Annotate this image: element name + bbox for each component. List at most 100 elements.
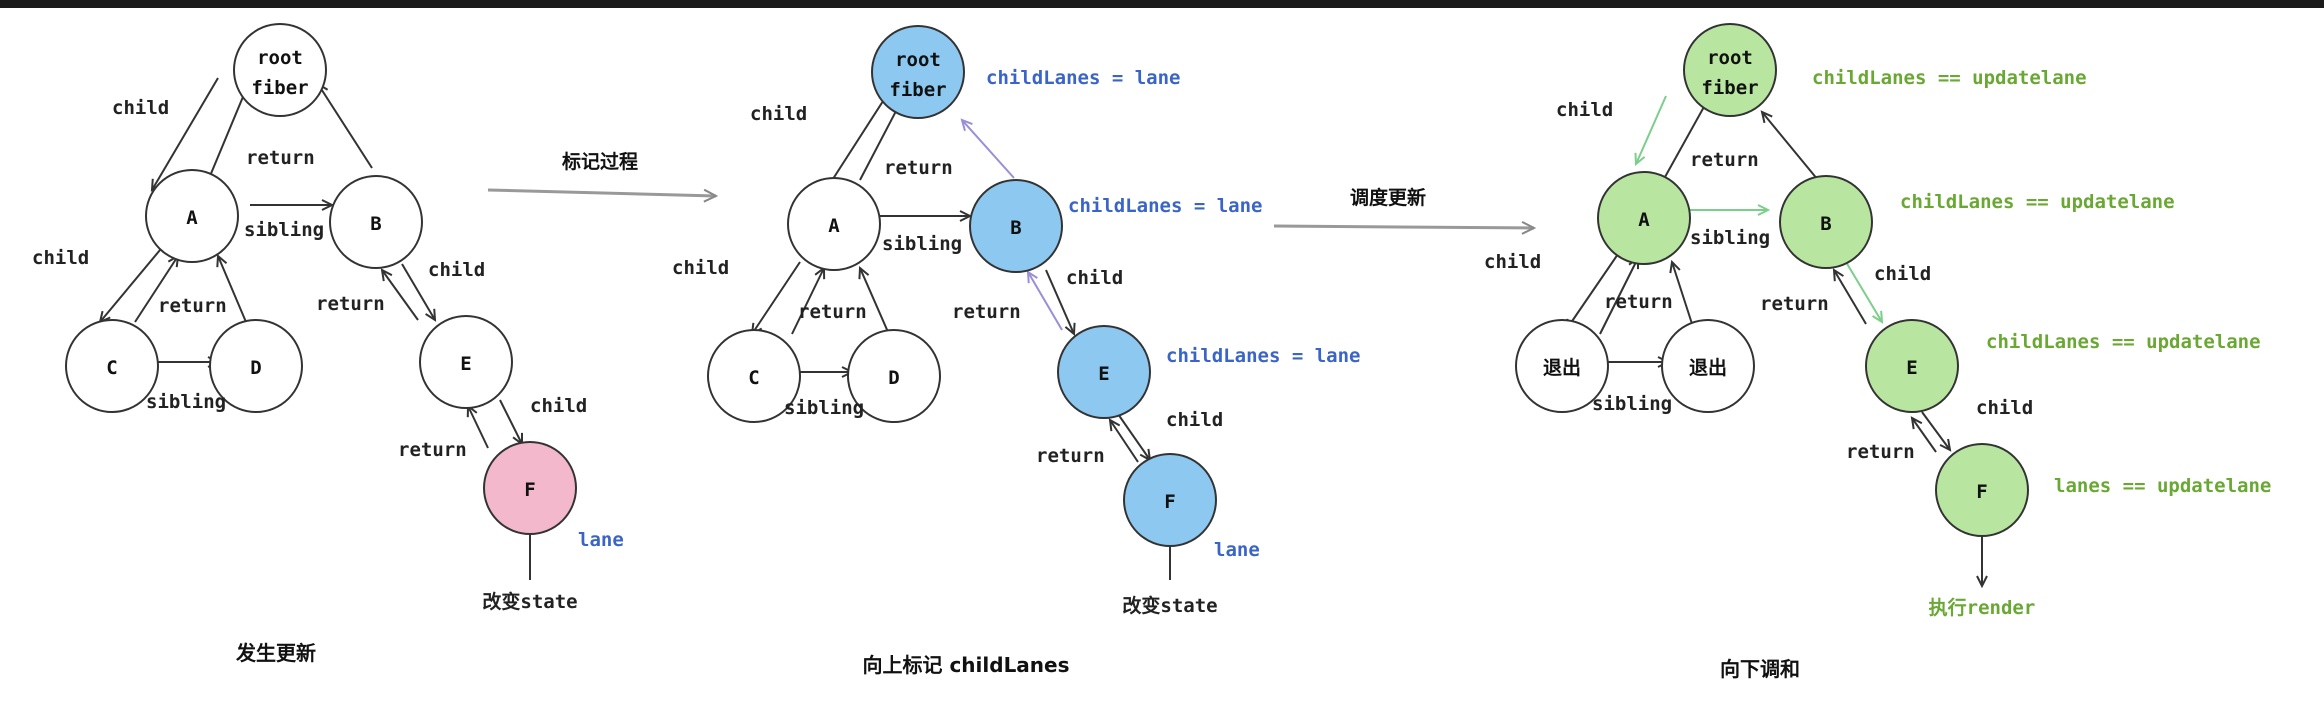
node-a-label: A [828, 215, 840, 237]
node-d [847, 329, 941, 423]
node-f-label: F [524, 479, 535, 501]
label-exec-render: 执行render [1929, 596, 2036, 619]
label-child: child [1166, 409, 1223, 431]
label-sibling: sibling [1592, 393, 1672, 415]
label-child: child [428, 259, 485, 281]
edge-b-root-return [1760, 110, 1819, 181]
node-e-green [1865, 319, 1959, 413]
node-e [419, 315, 513, 409]
edge-a-c-child [98, 249, 161, 324]
node-d-label: D [888, 367, 899, 389]
edge-f-e-return [466, 403, 489, 449]
node-d-label: D [250, 357, 261, 379]
edge-e-b-return [380, 268, 419, 321]
edge-b-root-return [316, 82, 373, 169]
label-child: child [112, 97, 169, 119]
edge-root-a-child [1634, 95, 1667, 167]
edge-c-a-return [134, 254, 180, 323]
node-f-updated [1123, 453, 1217, 547]
label-child: child [1484, 251, 1541, 273]
edge-e-b-return [1832, 268, 1867, 325]
node-e-label: E [1098, 363, 1109, 385]
edge-e-f-child [1117, 413, 1152, 462]
edge-d-a-return [858, 265, 889, 333]
label-child: child [530, 395, 587, 417]
panel-caption: 向下调和 [1720, 657, 1800, 681]
panel-caption: 发生更新 [235, 641, 316, 665]
node-e-label: E [460, 353, 471, 375]
label-return: return [1690, 149, 1759, 171]
label-return: return [798, 301, 867, 323]
edge-a-c-child [750, 261, 801, 336]
label-sibling: sibling [882, 233, 962, 255]
edge-a-root-return [1659, 94, 1712, 187]
label-return: return [884, 157, 953, 179]
label-sibling: sibling [1690, 227, 1770, 249]
label-return: return [1036, 445, 1105, 467]
label-lane: lane [578, 529, 624, 551]
label-child: child [1556, 99, 1613, 121]
edge-a-c-child [1564, 253, 1619, 332]
node-b-label: B [370, 213, 381, 235]
node-c-label: 退出 [1543, 356, 1581, 379]
edge-e-f-child [499, 399, 523, 446]
edge-c-a-return [1599, 255, 1639, 335]
label-return: return [398, 439, 467, 461]
node-e-label: E [1906, 357, 1917, 379]
label-lane: lane [1214, 539, 1260, 561]
edge-f-e-return [1108, 418, 1139, 463]
edge-f-e-return [1910, 416, 1937, 453]
label-sibling: sibling [146, 391, 226, 413]
edge-e-f-child [1921, 411, 1952, 452]
label-return: return [952, 301, 1021, 323]
node-d-label: 退出 [1689, 356, 1727, 379]
annotation-childlanes-update: childLanes == updatelane [1900, 191, 2175, 213]
panel-3: root fiber A B 退出 退出 E F child return si… [1484, 23, 2271, 681]
arrow-label: 调度更新 [1350, 186, 1426, 209]
label-change-state: 改变state [482, 590, 577, 613]
annotation-childlanes: childLanes = lane [986, 67, 1180, 89]
annotation-childlanes: childLanes = lane [1068, 195, 1262, 217]
node-a-green [1597, 171, 1691, 265]
node-root-fiber-marked [871, 25, 965, 119]
label-return: return [316, 293, 385, 315]
node-c-exit [1515, 319, 1609, 413]
node-f-label: F [1164, 491, 1175, 513]
label-sibling: sibling [784, 397, 864, 419]
node-c-label: C [106, 357, 117, 379]
node-a [787, 177, 881, 271]
node-b-label: B [1010, 217, 1021, 239]
edge-e-b-mark [1026, 270, 1063, 331]
edge-b-root-mark [960, 118, 1015, 179]
panel-2: root fiber A B C D E F child return sibl… [672, 25, 1360, 677]
node-root-fiber-green [1683, 23, 1777, 117]
edge-c-a-return [791, 265, 826, 335]
label-return: return [1604, 291, 1673, 313]
node-b [329, 175, 423, 269]
label-return: return [1760, 293, 1829, 315]
annotation-childlanes-update: childLanes == updatelane [1986, 331, 2261, 353]
panel-1: root fiber A B C D E F child return sibl… [32, 23, 624, 665]
root-text: root [257, 47, 303, 69]
fiber-text: fiber [889, 79, 946, 101]
annotation-lanes-update: lanes == updatelane [2054, 475, 2271, 497]
edge-d-a-return [216, 253, 247, 323]
node-f-updated [483, 441, 577, 535]
node-f-label: F [1976, 481, 1987, 503]
fiber-text: fiber [251, 77, 308, 99]
node-root-fiber [233, 23, 327, 117]
root-text: root [1707, 47, 1753, 69]
label-child: child [1976, 397, 2033, 419]
root-text: root [895, 49, 941, 71]
node-e-marked [1057, 325, 1151, 419]
label-child: child [1066, 267, 1123, 289]
fiber-text: fiber [1701, 77, 1758, 99]
panel-caption: 向上标记 childLanes [862, 653, 1069, 677]
label-return: return [246, 147, 315, 169]
node-d [209, 319, 303, 413]
edge-b-e-child [1845, 261, 1884, 324]
edge-b-e-child [1045, 269, 1076, 337]
node-a-label: A [1638, 209, 1650, 231]
label-sibling: sibling [244, 219, 324, 241]
